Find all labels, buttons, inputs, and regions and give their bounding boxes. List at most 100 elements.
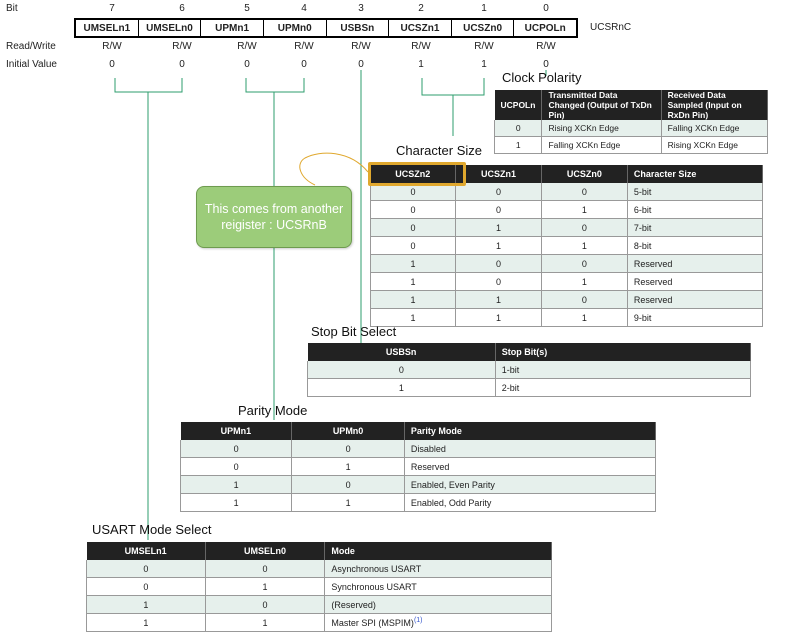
column-header: Stop Bit(s) — [495, 343, 752, 361]
note-callout: This comes from another reigister : UCSR… — [196, 186, 352, 248]
table-cell: 9-bit — [627, 308, 764, 327]
table-cell: 0 — [541, 254, 628, 273]
table-cell: 0 — [86, 577, 206, 596]
table-cell: 0 — [369, 218, 457, 237]
table-cell: 1 — [493, 136, 543, 154]
table-cell: 1-bit — [495, 361, 752, 379]
read-write-label: Read/Write — [6, 41, 56, 52]
table-cell: 1 — [179, 475, 293, 494]
table-cell: Rising XCKn Edge — [661, 136, 769, 154]
bit-number: 6 — [179, 3, 185, 14]
table-cell: Falling XCKn Edge — [661, 120, 769, 137]
bit-initial-value: 0 — [358, 59, 364, 70]
table-cell: 0 — [541, 218, 628, 237]
bit-initial-value: 0 — [109, 59, 115, 70]
bit-read-write: R/W — [536, 41, 556, 52]
column-header: UCSZn2 — [370, 165, 457, 183]
table-cell: 7-bit — [627, 218, 764, 237]
table-cell: 1 — [86, 613, 206, 632]
table-cell: Enabled, Odd Parity — [404, 493, 657, 512]
table-cell: 1 — [455, 308, 542, 327]
table-cell: 0 — [369, 183, 457, 201]
table-cell: 0 — [86, 560, 206, 578]
footnote-reference[interactable]: (1) — [413, 617, 423, 624]
table-cell: Master SPI (MSPIM)(1) — [324, 613, 552, 632]
bit-number: 4 — [301, 3, 307, 14]
table-cell: 1 — [541, 272, 628, 291]
table-cell: 0 — [493, 120, 543, 137]
register-bit-cell: UCSZn1 — [389, 20, 452, 36]
bit-number: 5 — [244, 3, 250, 14]
bit-read-write: R/W — [102, 41, 122, 52]
table-cell: 0 — [291, 440, 405, 458]
bit-read-write: R/W — [237, 41, 257, 52]
register-bit-cell: UPMn1 — [201, 20, 264, 36]
column-header: UMSELn0 — [205, 542, 326, 560]
table-cell: 8-bit — [627, 236, 764, 255]
usart-mode-title: USART Mode Select — [92, 522, 212, 537]
table-cell: 1 — [86, 595, 206, 614]
stop-bit-title: Stop Bit Select — [311, 324, 397, 339]
table-cell: 1 — [541, 308, 628, 327]
bit-number: 0 — [543, 3, 549, 14]
table-cell: Reserved — [627, 290, 764, 309]
table-cell: 0 — [541, 290, 628, 309]
table-cell: 1 — [541, 200, 628, 219]
table-cell: Enabled, Even Parity — [404, 475, 657, 494]
table-cell: Reserved — [627, 254, 764, 273]
table-cell: 1 — [455, 236, 542, 255]
register-bit-cell: USBSn — [327, 20, 390, 36]
table-cell: 0 — [291, 475, 405, 494]
table-cell: 0 — [369, 236, 457, 255]
initial-value-label: Initial Value — [6, 59, 57, 70]
bit-number: 3 — [358, 3, 364, 14]
bit-number: 1 — [481, 3, 487, 14]
bit-read-write: R/W — [474, 41, 494, 52]
column-header: Character Size — [627, 165, 764, 183]
bit-initial-value: 0 — [244, 59, 250, 70]
register-bit-cell: UCPOLn — [524, 22, 566, 34]
register-bit-cell: UMSELn0 — [139, 20, 202, 36]
table-cell: Falling XCKn Edge — [541, 136, 662, 154]
table-cell: 5-bit — [627, 183, 764, 201]
table-cell: 1 — [205, 613, 326, 632]
column-header: Mode — [324, 542, 552, 560]
table-cell: 1 — [455, 290, 542, 309]
column-header: UPMn1 — [180, 422, 293, 440]
table-cell: 1 — [179, 493, 293, 512]
table-cell: 0 — [541, 183, 628, 201]
bit-initial-value: 0 — [301, 59, 307, 70]
table-cell: 1 — [307, 378, 496, 397]
table-cell: 1 — [291, 457, 405, 476]
table-cell: 1 — [541, 236, 628, 255]
column-header: Parity Mode — [404, 422, 657, 440]
table-cell: 0 — [455, 272, 542, 291]
clock-polarity-title: Clock Polarity — [502, 70, 582, 85]
column-header: UCSZn0 — [541, 165, 628, 183]
table-cell: Reserved — [404, 457, 657, 476]
table-cell: (Reserved) — [324, 595, 552, 614]
register-name: UCSRnC — [590, 22, 632, 33]
column-header: UCPOLn — [494, 90, 543, 120]
register-bit-cell: UPMn0 — [264, 20, 327, 36]
table-cell: 2-bit — [495, 378, 752, 397]
table-cell: 0 — [205, 595, 326, 614]
column-header: Transmitted Data Changed (Output of TxDn… — [541, 90, 662, 120]
table-cell: Disabled — [404, 440, 657, 458]
